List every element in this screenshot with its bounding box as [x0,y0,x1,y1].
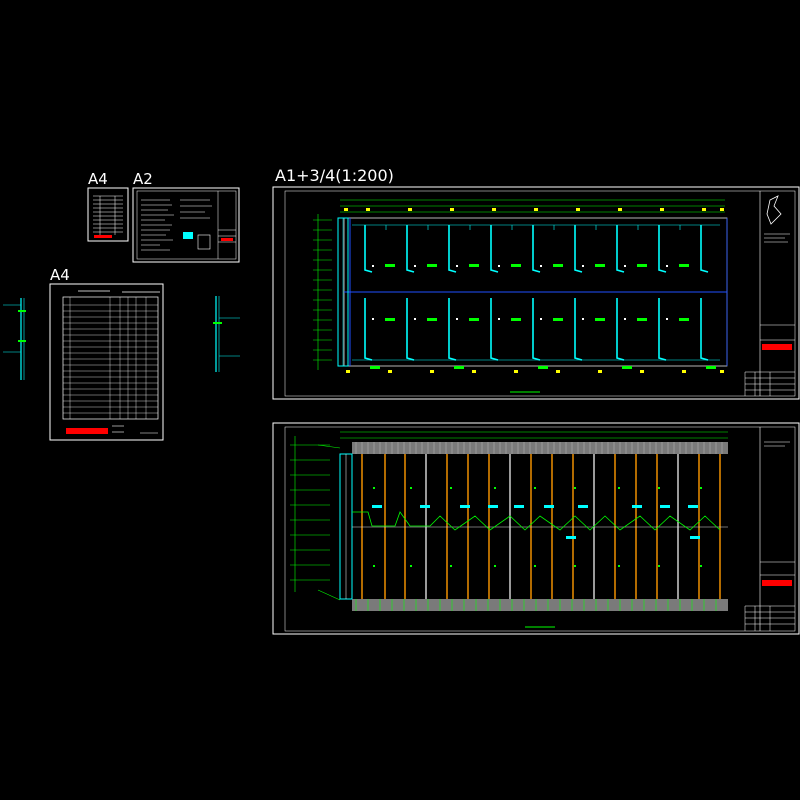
sheet-a4-small[interactable] [87,187,129,242]
detail-left-column [3,298,26,380]
sheet-a4-table[interactable] [49,283,164,441]
sheet-label-a4-table: A4 [50,266,70,284]
sheet-label-a4-small: A4 [88,170,108,188]
sheet-label-a2: A2 [133,170,153,188]
detail-right-column [213,296,240,372]
sheet-a1-upper[interactable] [272,186,800,400]
sheet-a1-lower[interactable] [272,422,800,635]
sheet-a2[interactable] [132,187,240,263]
sheet-label-a1-plan: A1+3/4(1:200) [275,166,394,185]
